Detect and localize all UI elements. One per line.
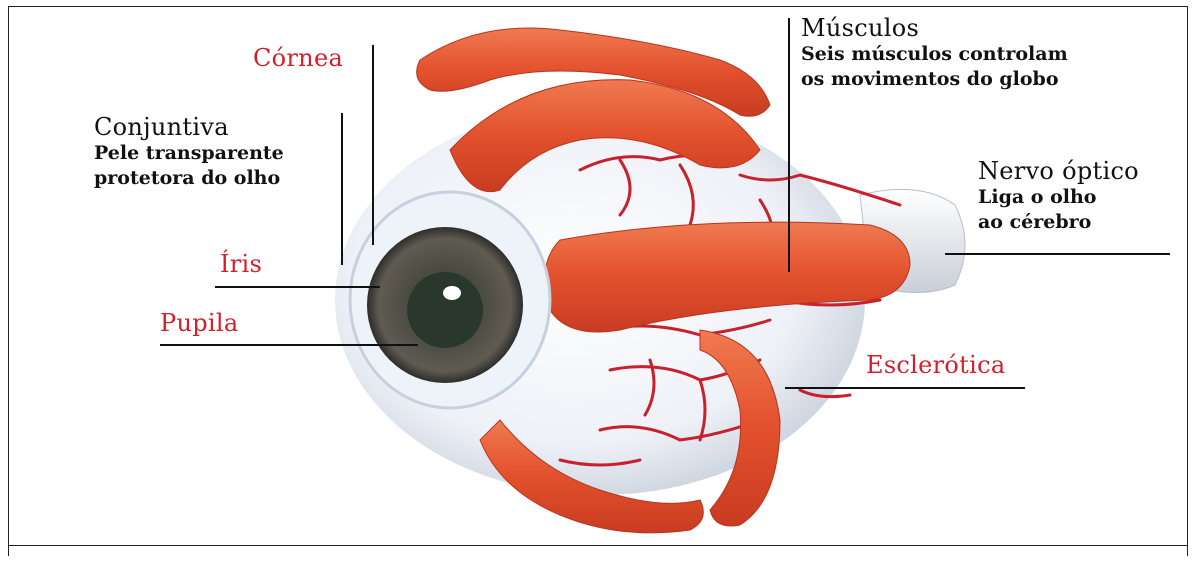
conjuntiva-title: Conjuntiva [94, 113, 284, 141]
musculos-label-group: Músculos Seis músculos controlam os movi… [801, 14, 1068, 92]
conjuntiva-desc-line1: Pele transparente [94, 141, 284, 166]
musculos-title: Músculos [801, 14, 1068, 42]
cornea-label: Córnea [253, 44, 343, 72]
pupil [407, 272, 483, 348]
iris-label: Íris [220, 250, 262, 278]
musculos-desc-line1: Seis músculos controlam [801, 42, 1068, 67]
nervo-title: Nervo óptico [978, 157, 1139, 185]
nervo-desc-line2: ao cérebro [978, 210, 1139, 235]
nervo-label-group: Nervo óptico Liga o olho ao cérebro [978, 157, 1139, 235]
esclerotica-label: Esclerótica [866, 351, 1005, 379]
pupila-label: Pupila [160, 309, 238, 337]
musculos-desc-line2: os movimentos do globo [801, 67, 1068, 92]
conjuntiva-label-group: Conjuntiva Pele transparente protetora d… [94, 113, 284, 191]
conjuntiva-desc-line2: protetora do olho [94, 166, 284, 191]
nervo-desc-line1: Liga o olho [978, 185, 1139, 210]
